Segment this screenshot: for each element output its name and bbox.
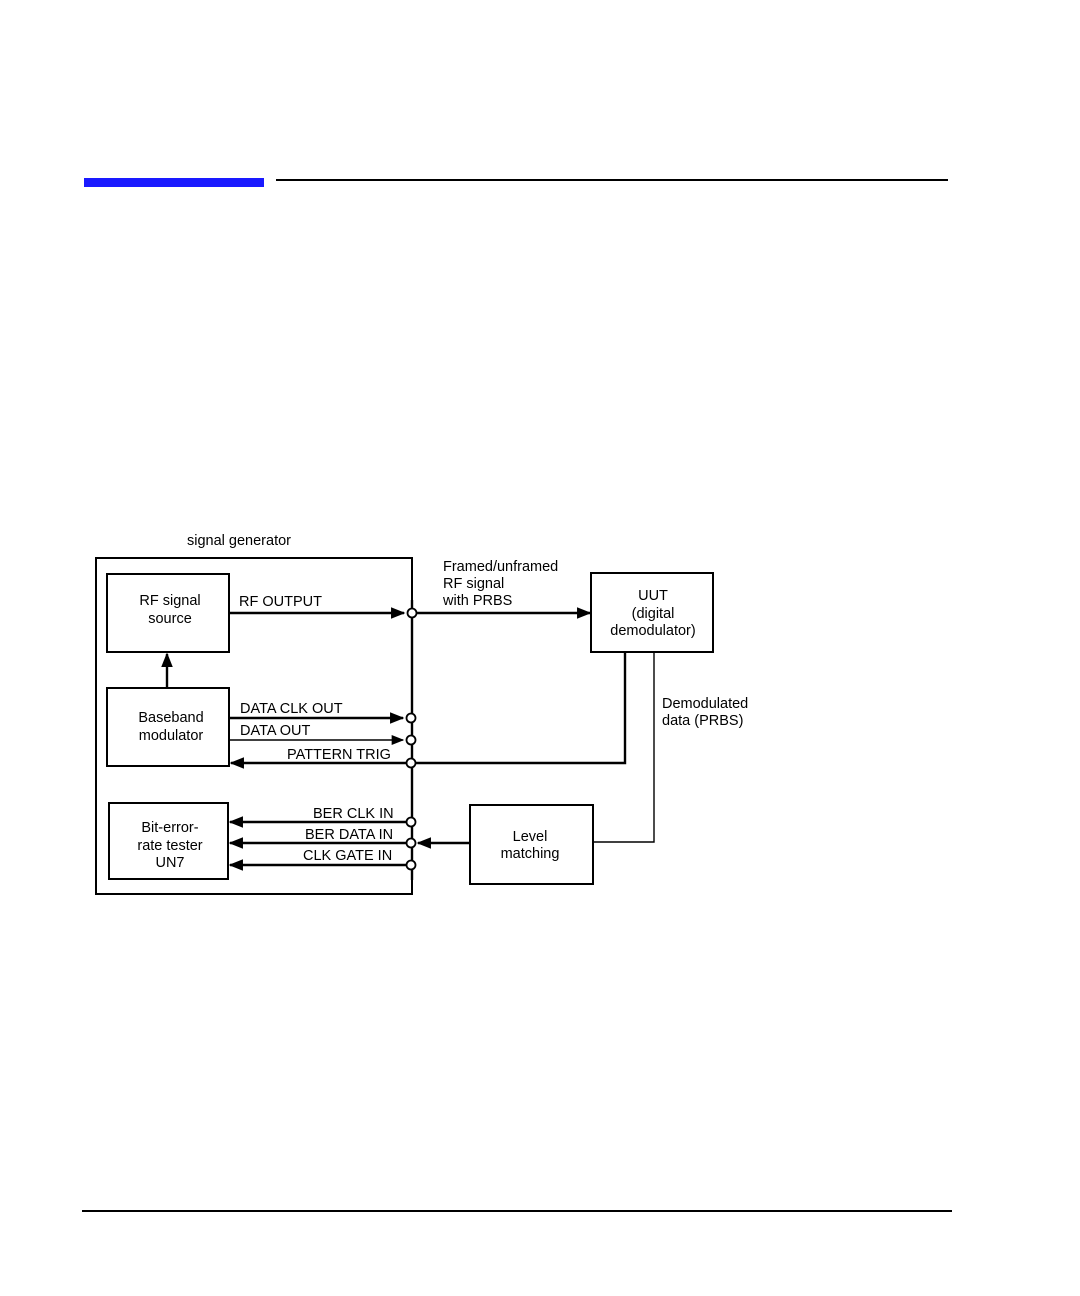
- clk-gate-in-port: [407, 861, 416, 870]
- baseband-modulator-block: [107, 688, 229, 766]
- data-clk-out-port: [407, 714, 416, 723]
- bert-label-line1: Bit-error-: [141, 820, 198, 836]
- ber-clk-in-port: [407, 818, 416, 827]
- bert-label-line3: UN7: [155, 855, 184, 871]
- rf-annotation-line1: Framed/unframed: [443, 559, 558, 575]
- baseband-label-line2: modulator: [139, 728, 204, 744]
- data-out-port: [407, 736, 416, 745]
- rf-source-label-line1: RF signal: [139, 593, 200, 609]
- pattern-trig-label: PATTERN TRIG: [287, 747, 391, 763]
- baseband-label-line1: Baseband: [138, 710, 203, 726]
- rf-annotation-line3: with PRBS: [442, 593, 512, 609]
- ber-data-in-label: BER DATA IN: [305, 827, 393, 843]
- level-label-line2: matching: [501, 846, 560, 862]
- demod-annotation-line2: data (PRBS): [662, 713, 743, 729]
- demod-data-wire: [593, 652, 654, 842]
- data-out-label: DATA OUT: [240, 723, 310, 739]
- demod-annotation-line1: Demodulated: [662, 696, 748, 712]
- data-clk-out-label: DATA CLK OUT: [240, 701, 343, 717]
- bert-label-line2: rate tester: [137, 838, 202, 854]
- rf-output-label: RF OUTPUT: [239, 594, 322, 610]
- ber-clk-in-label: BER CLK IN: [313, 806, 394, 822]
- level-label-line1: Level: [513, 829, 548, 845]
- signal-generator-label: signal generator: [187, 533, 291, 549]
- clk-gate-in-label: CLK GATE IN: [303, 848, 392, 864]
- uut-pattern-trig-wire: [416, 652, 625, 763]
- ber-data-in-port: [407, 839, 416, 848]
- uut-label-line2: (digital: [632, 606, 675, 622]
- pattern-trig-port: [407, 759, 416, 768]
- rf-output-port: [408, 609, 417, 618]
- uut-label-line3: demodulator): [610, 623, 695, 639]
- uut-label-line1: UUT: [638, 588, 668, 604]
- rf-source-label-line2: source: [148, 611, 192, 627]
- rf-annotation-line2: RF signal: [443, 576, 504, 592]
